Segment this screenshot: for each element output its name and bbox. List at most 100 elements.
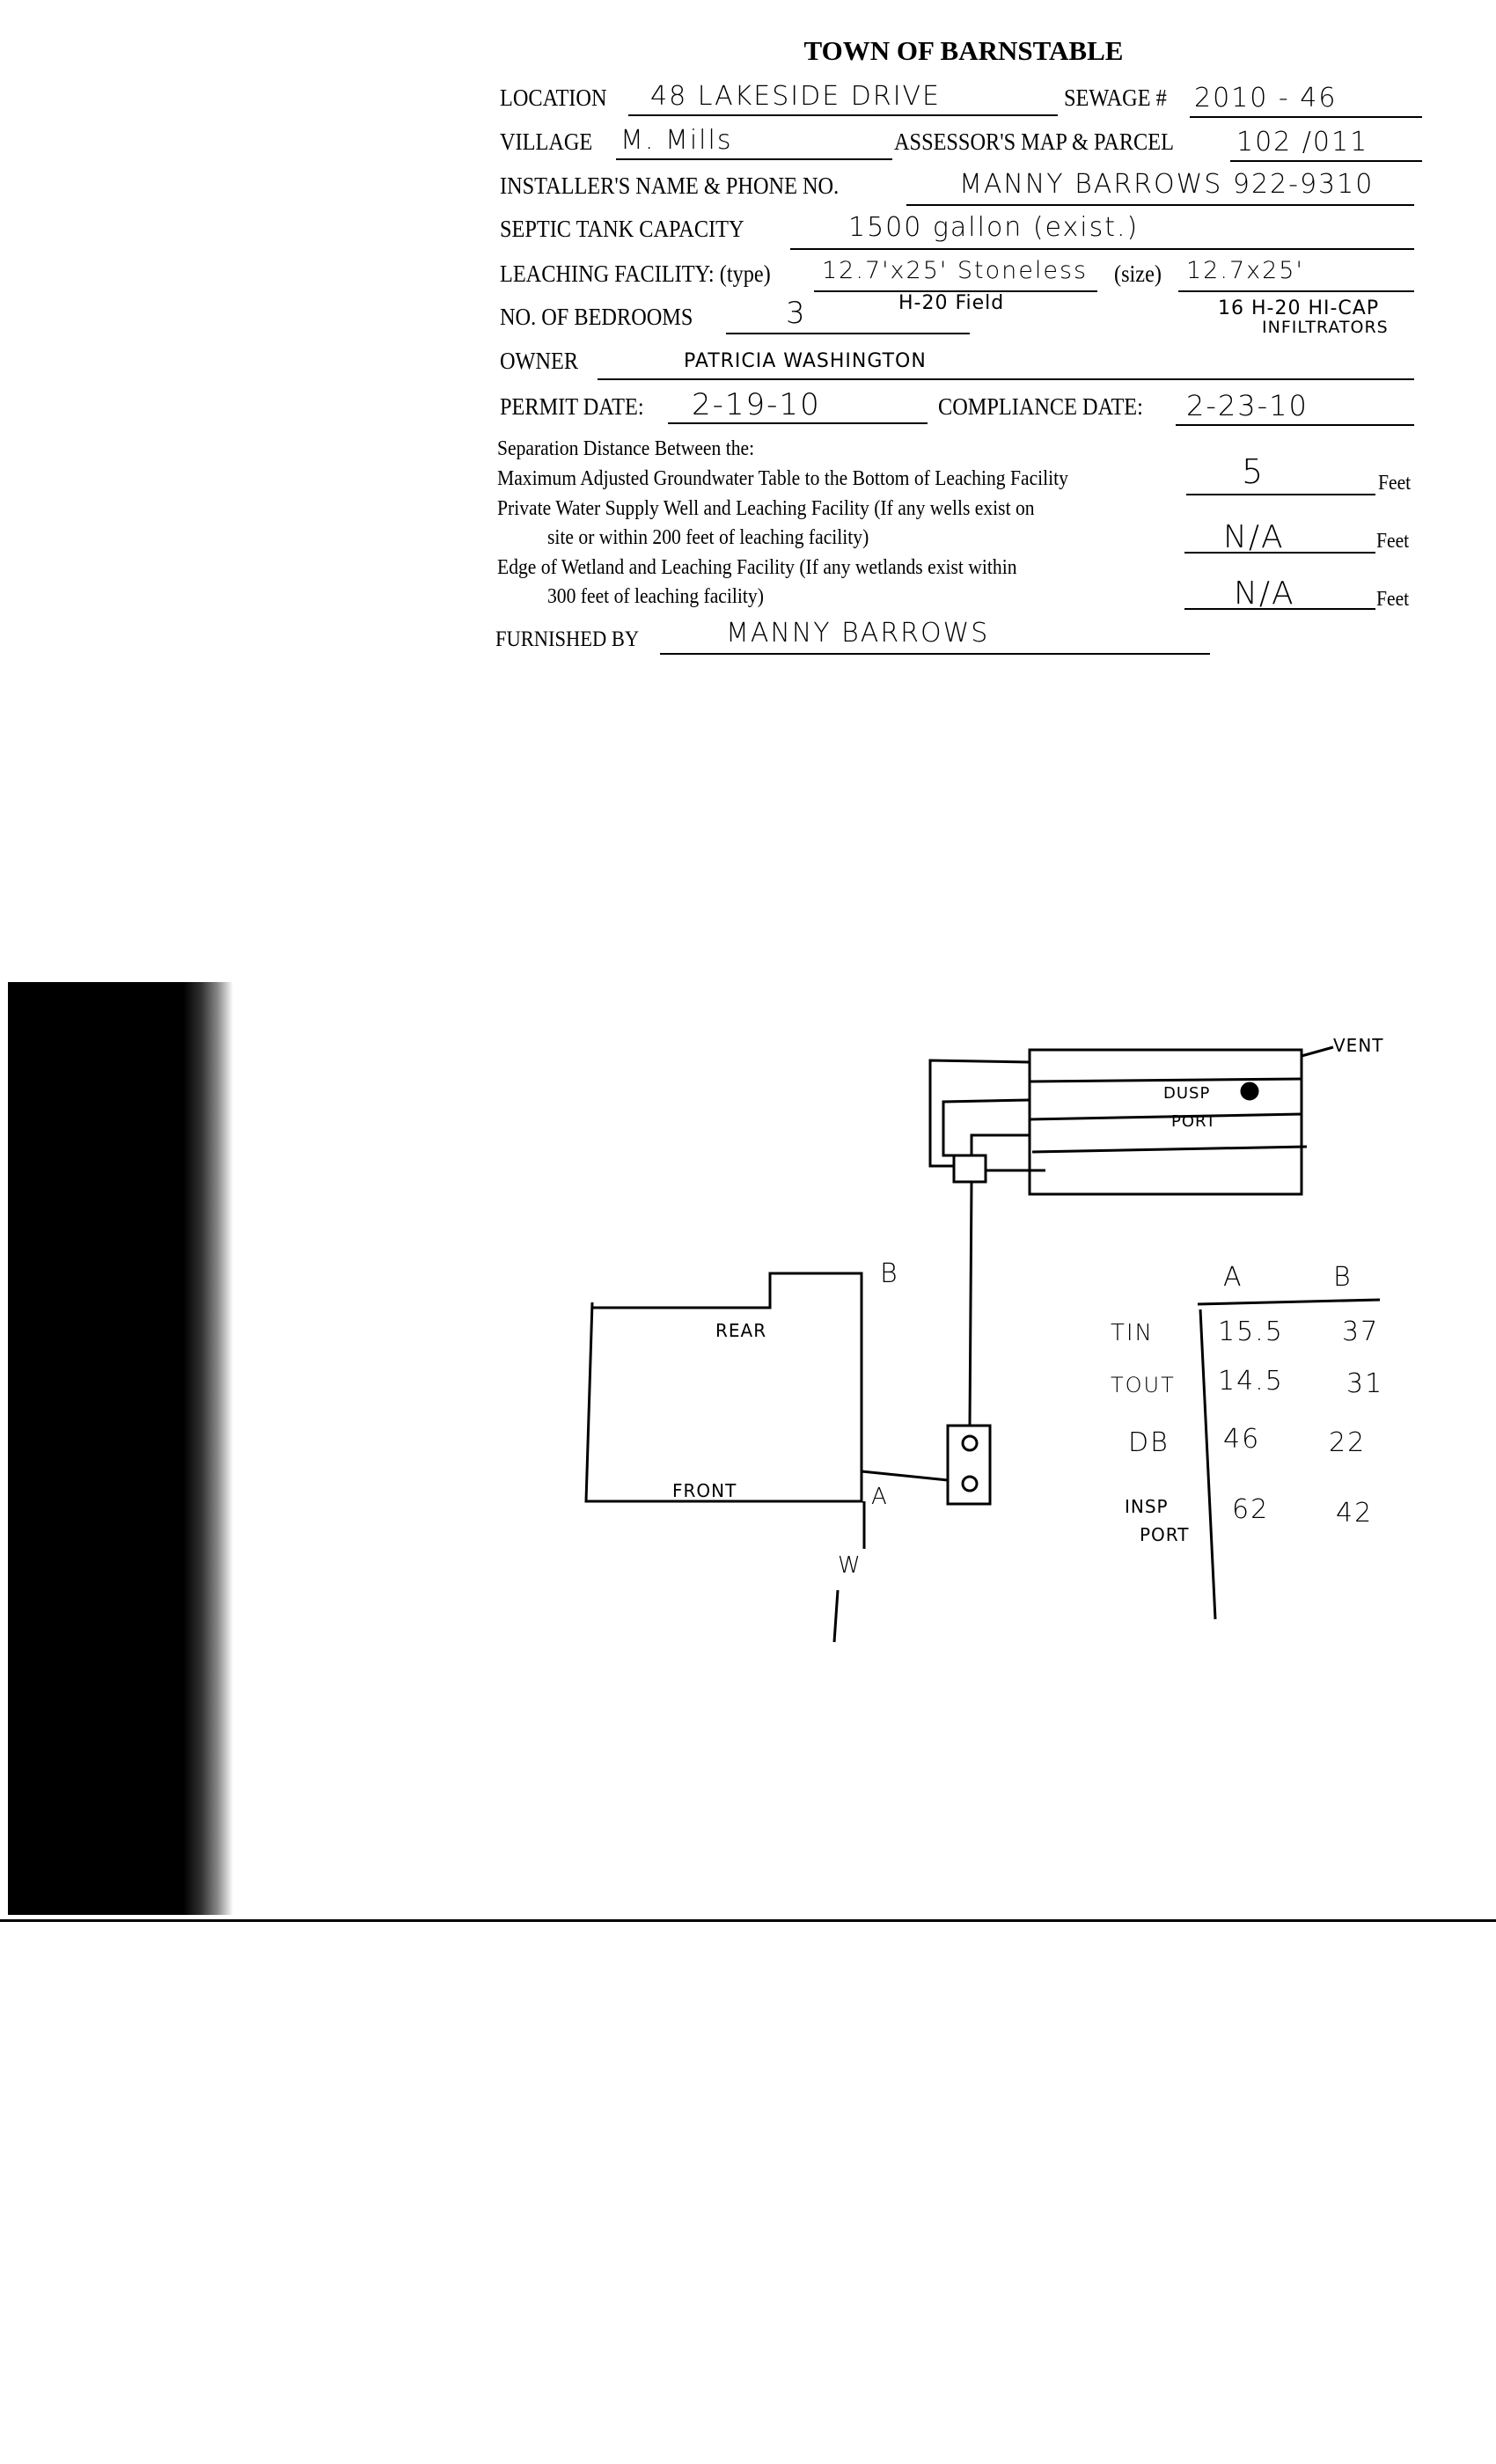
sep3-text-1: Edge of Wetland and Leaching Facility (I… [497,556,1017,579]
location-underline [628,114,1058,116]
bedrooms-underline [726,333,970,334]
septic-value: 1500 gallon (exist.) [848,212,1140,243]
cell-tin-a: 15.5 [1218,1316,1284,1347]
sep1-value: 5 [1242,452,1265,491]
sep3-text-2: 300 feet of leaching facility) [547,585,764,608]
rear-label: REAR [715,1320,767,1341]
distribution-pipe [942,1098,1030,1157]
village-underline [616,158,892,160]
installer-underline [906,204,1414,206]
location-value: 48 LAKESIDE DRIVE [650,81,942,112]
sep1-text: Maximum Adjusted Groundwater Table to th… [497,467,1068,490]
septic-tank [946,1424,992,1506]
sep2-text-2: site or within 200 feet of leaching faci… [547,526,869,549]
port-label: PORT [1171,1112,1217,1131]
distribution-pipe [970,1133,1030,1155]
compliance-label: COMPLIANCE DATE: [938,393,1143,420]
distribution-box [952,1154,987,1184]
house-outline [584,1272,863,1503]
page-title: TOWN OF BARNSTABLE [803,35,1124,66]
main-pipe [968,1181,973,1426]
cell-tin-b: 37 [1342,1316,1380,1347]
permit-label: PERMIT DATE: [500,393,644,420]
field-trench-line [1029,1112,1302,1121]
furnished-value: MANNY BARROWS [726,618,990,649]
sep2-text-1: Private Water Supply Well and Leaching F… [497,497,1035,520]
tank-cover [961,1434,979,1452]
field-trench-line [1029,1077,1302,1083]
installer-value: MANNY BARROWS 922-9310 [959,169,1375,200]
front-label: FRONT [672,1480,737,1501]
water-label: W [838,1552,862,1579]
row-label-port: PORT [1140,1524,1190,1545]
size-note-1: 16 H-20 HI-CAP [1218,297,1380,319]
size-note-2: INFILTRATORS [1262,318,1389,337]
table-col-b: B [1333,1262,1353,1293]
owner-value: PATRICIA WASHINGTON [684,350,927,372]
parcel-value: 102 /011 [1236,127,1369,158]
leaching-type-value: 12.7'x25' Stoneless [822,257,1089,284]
table-vline [1199,1309,1217,1620]
sep3-value: N/A [1234,576,1295,612]
house-sewer-line [861,1470,949,1482]
location-label: LOCATION [500,84,607,111]
septic-label: SEPTIC TANK CAPACITY [500,216,744,242]
bedrooms-label: NO. OF BEDROOMS [500,304,693,330]
parcel-label: ASSESSOR'S MAP & PARCEL [894,128,1174,155]
leaching-type-underline [814,290,1097,292]
vent-label: VENT [1333,1035,1384,1056]
cell-tout-a: 14.5 [1218,1366,1284,1397]
owner-label: OWNER [500,348,579,374]
row-label-db: DB [1128,1427,1170,1458]
septic-underline [790,248,1414,250]
sep3-underline [1184,608,1375,610]
cell-db-b: 22 [1329,1427,1367,1458]
size-label: (size) [1114,260,1162,287]
village-value: M. Mills [620,125,733,156]
water-line [832,1589,840,1643]
sep1-underline [1186,494,1375,495]
page-edge-line [0,1919,1496,1922]
parcel-underline [1230,160,1422,162]
insp-label: DUSP [1163,1084,1211,1103]
vent-leader [1301,1045,1334,1058]
furnished-label: FURNISHED BY [495,627,640,651]
sep1-feet: Feet [1378,472,1412,495]
cell-tout-b: 31 [1346,1368,1384,1399]
cell-db-a: 46 [1223,1424,1261,1455]
sep2-underline [1184,552,1375,554]
corner-a-label: A [871,1484,889,1510]
leaching-type-note: H-20 Field [898,292,1005,314]
bedrooms-value: 3 [786,296,807,331]
sep2-value: N/A [1223,519,1285,555]
corner-b-label: B [880,1258,899,1289]
sewage-label: SEWAGE # [1064,84,1167,111]
permit-underline [668,422,928,424]
scan-shadow-bar [8,982,233,1915]
row-label-tin: TIN [1111,1320,1154,1346]
field-trench-line [1031,1145,1308,1154]
sewage-underline [1190,116,1422,118]
furnished-underline [660,653,1210,655]
installer-label: INSTALLER'S NAME & PHONE NO. [500,172,840,199]
sewage-value: 2010 - 46 [1194,83,1338,114]
compliance-value: 2-23-10 [1186,389,1309,422]
table-hline [1197,1298,1381,1306]
tank-cover [961,1475,979,1492]
owner-underline [598,378,1414,380]
size-value: 12.7x25' [1186,257,1304,284]
table-col-a: A [1223,1262,1243,1293]
sep2-feet: Feet [1376,530,1410,553]
village-label: VILLAGE [500,128,593,155]
cell-insp-a: 62 [1232,1494,1270,1525]
separation-heading: Separation Distance Between the: [497,437,755,460]
sep3-feet: Feet [1376,588,1410,611]
leaching-field-outline [1028,1048,1303,1196]
permit-value: 2-19-10 [692,387,821,422]
distribution-pipe [928,1059,1030,1168]
compliance-underline [1176,424,1414,426]
row-label-tout: TOUT [1111,1373,1176,1397]
size-underline [1178,290,1414,292]
leaching-label: LEACHING FACILITY: (type) [500,260,771,287]
